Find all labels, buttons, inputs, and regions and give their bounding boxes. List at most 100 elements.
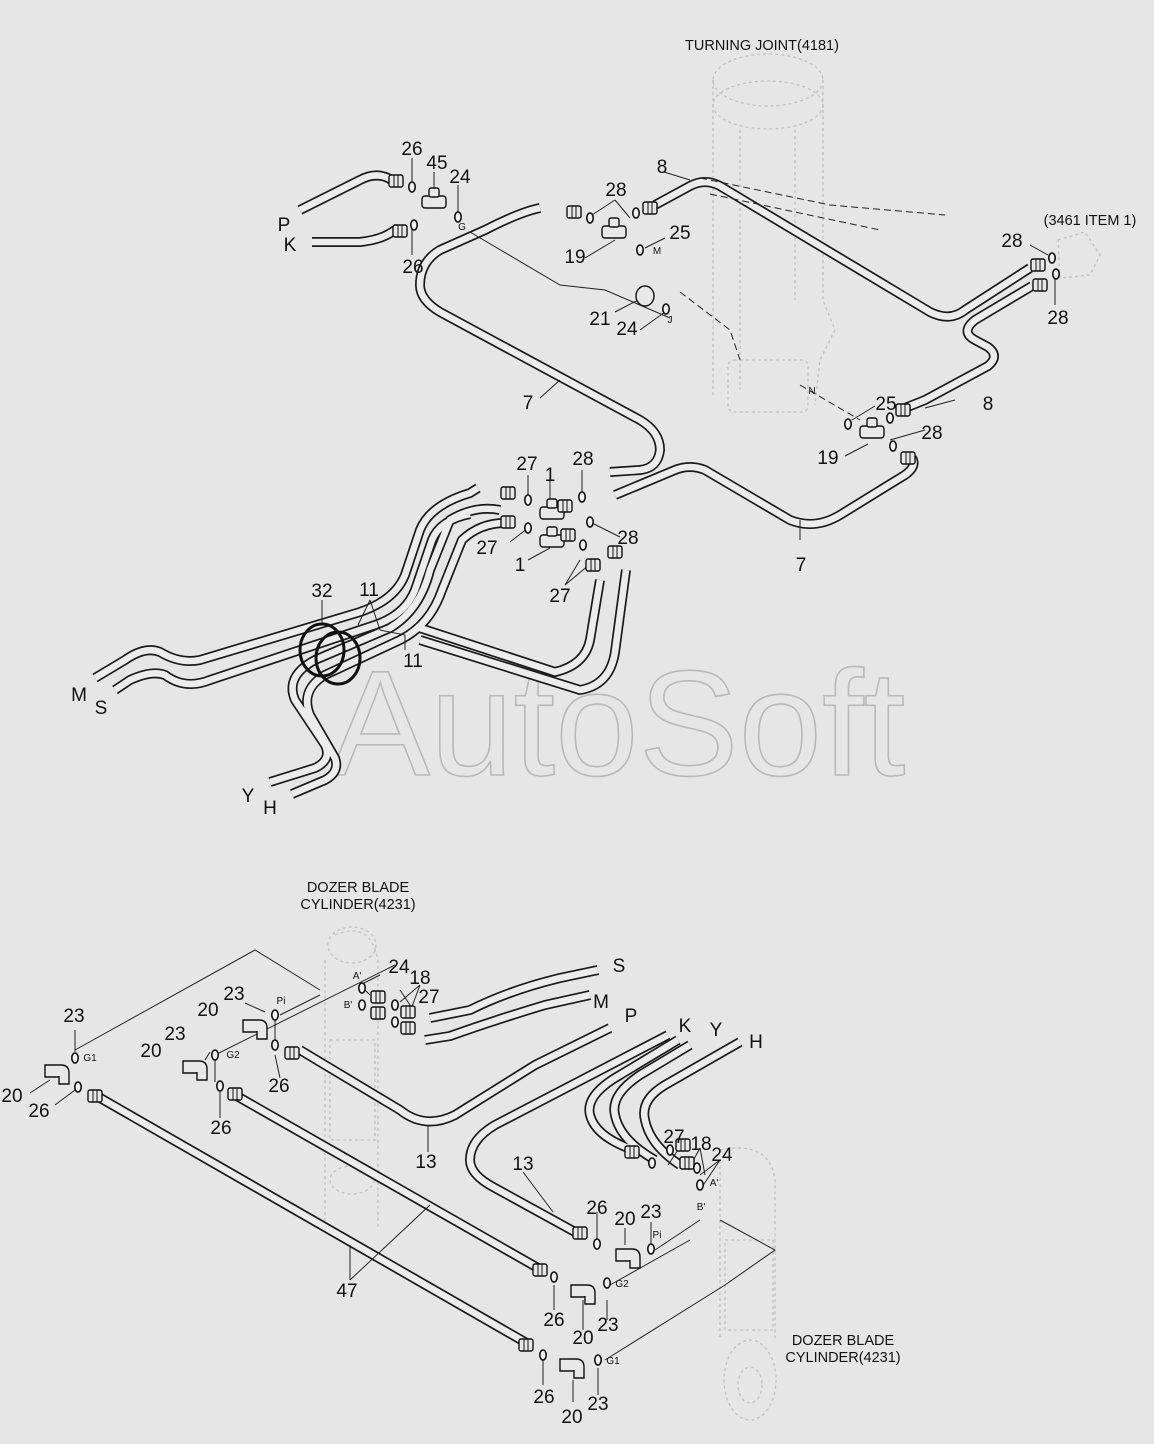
callout: 24: [616, 319, 638, 340]
turning-joint-outline: [712, 53, 836, 413]
port-label: B': [344, 1000, 353, 1011]
callout: H: [749, 1032, 763, 1053]
callout: 8: [657, 157, 668, 178]
callout: 23: [587, 1394, 608, 1415]
callout: 23: [640, 1202, 661, 1223]
callout: 28: [572, 449, 593, 470]
callout: 26: [268, 1076, 289, 1097]
callout: 1: [515, 555, 526, 576]
callout: 24: [388, 957, 410, 978]
callout: 19: [564, 247, 585, 268]
port-label: G2: [615, 1279, 629, 1290]
callout: 23: [164, 1024, 185, 1045]
port-label: G: [458, 222, 466, 233]
port-label: G1: [606, 1356, 620, 1367]
callout: 26: [533, 1387, 554, 1408]
callout: 26: [402, 257, 423, 278]
fittings-upper: [388, 174, 1060, 572]
callout: 21: [589, 309, 610, 330]
callout: 32: [311, 581, 332, 602]
callout: 26: [28, 1101, 49, 1122]
callout: 25: [875, 394, 896, 415]
port-label: Pi: [277, 996, 286, 1007]
callout: 28: [605, 180, 626, 201]
callout: 11: [403, 651, 423, 672]
callout: 20: [572, 1328, 593, 1349]
callout: 23: [63, 1006, 84, 1027]
title-turning-joint: TURNING JOINT(4181): [685, 38, 839, 54]
callout: 19: [817, 448, 838, 469]
title-item-ref: (3461 ITEM 1): [1044, 213, 1137, 229]
callout: 26: [401, 139, 422, 160]
callout: Y: [710, 1020, 723, 1041]
callout: H: [263, 798, 277, 819]
callout: 13: [512, 1154, 533, 1175]
callout: 45: [426, 153, 447, 174]
callout: Y: [242, 786, 255, 807]
title-dozer-right-2: CYLINDER(4231): [785, 1350, 900, 1366]
callout: 20: [614, 1209, 635, 1230]
callout: 26: [586, 1198, 607, 1219]
port-label: Pi: [653, 1230, 662, 1241]
callout: 26: [543, 1310, 564, 1331]
callout: 20: [1, 1086, 22, 1107]
callout: P: [278, 215, 291, 236]
port-labels: G M J N A' B' Pi G2 G1 A' B' Pi G2 G1: [83, 222, 815, 1367]
callout: 27: [663, 1127, 684, 1148]
item-ref-fitting-outline: [1057, 231, 1101, 279]
port-label: G1: [83, 1053, 97, 1064]
callout: 23: [597, 1315, 618, 1336]
callout: S: [95, 698, 108, 719]
callout: 28: [1001, 231, 1022, 252]
port-label: J: [668, 315, 673, 326]
callout: 11: [359, 580, 379, 601]
title-dozer-right-1: DOZER BLADE: [792, 1333, 895, 1349]
callout: 28: [1047, 308, 1068, 329]
port-label: B': [697, 1202, 706, 1213]
callout: 23: [223, 984, 244, 1005]
callout: 20: [140, 1041, 161, 1062]
callout: M: [71, 685, 87, 706]
callout: M: [593, 992, 609, 1013]
leader-lines: [29, 158, 1056, 1402]
port-label: A': [353, 971, 362, 982]
callout: 20: [197, 1000, 218, 1021]
port-label: N: [808, 386, 815, 397]
hose-group-upper: [92, 170, 1035, 799]
callout: 1: [545, 465, 556, 486]
callout: 27: [476, 538, 497, 559]
callout: 18: [409, 968, 430, 989]
dozer-cylinder-right-outline: [719, 1147, 777, 1421]
callout: K: [679, 1016, 692, 1037]
callout: 25: [669, 223, 690, 244]
callouts: 26 45 24 P K 26 8 28 25 19 21 24 7 28 28…: [1, 139, 1068, 1428]
callout: 27: [418, 987, 439, 1008]
port-label: M: [653, 246, 661, 257]
callout: P: [625, 1006, 638, 1027]
callout: 24: [711, 1145, 733, 1166]
callout: 28: [921, 423, 942, 444]
dozer-cylinder-left-outline: [324, 926, 379, 1230]
callout: 26: [210, 1118, 231, 1139]
callout: S: [613, 956, 626, 977]
watermark: AutoSoft: [330, 639, 905, 807]
callout: 13: [415, 1152, 436, 1173]
callout: 27: [516, 454, 537, 475]
title-dozer-left-2: CYLINDER(4231): [300, 897, 415, 913]
hose-group-lower: [92, 965, 743, 1350]
callout: 18: [690, 1134, 711, 1155]
callout: 8: [983, 394, 994, 415]
callout: 7: [796, 555, 807, 576]
title-dozer-left-1: DOZER BLADE: [307, 880, 410, 896]
callout: 7: [523, 393, 534, 414]
callout: 20: [561, 1407, 582, 1428]
hose-clamp: [298, 622, 362, 686]
callout: 47: [336, 1281, 357, 1302]
callout: 27: [549, 586, 570, 607]
port-label: A': [710, 1178, 719, 1189]
callout: 24: [449, 167, 471, 188]
port-label: G2: [226, 1050, 240, 1061]
callout: 28: [617, 528, 638, 549]
callout: K: [284, 235, 297, 256]
